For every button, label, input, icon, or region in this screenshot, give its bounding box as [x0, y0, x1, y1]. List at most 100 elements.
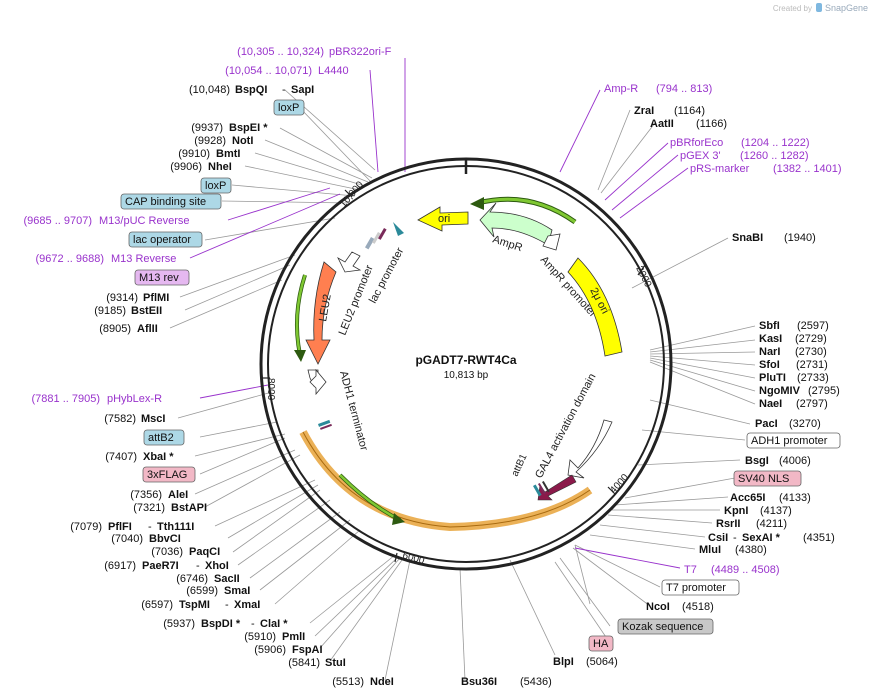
primer-name[interactable]: T7: [684, 564, 697, 576]
site-name[interactable]: XbaI *: [143, 451, 174, 463]
site-name[interactable]: BmtI: [216, 148, 240, 160]
two-mu-ori-feature[interactable]: [567, 257, 623, 357]
loxp-box-2[interactable]: loxP: [200, 177, 232, 194]
site-name[interactable]: BsgI: [745, 455, 769, 467]
site-name[interactable]: SnaBI: [732, 232, 763, 244]
site-name[interactable]: SacII: [214, 573, 240, 585]
site-name[interactable]: BspQI: [235, 84, 267, 96]
ha-box[interactable]: HA: [588, 635, 614, 652]
leader-line: [214, 479, 316, 527]
leader-line: [649, 359, 756, 392]
lac-operator-box[interactable]: lac operator: [128, 231, 203, 248]
site-name[interactable]: TspMI: [179, 599, 210, 611]
site-name[interactable]: ZraI: [634, 105, 654, 117]
primer-range: (7881 .. 7905): [32, 393, 101, 405]
site-name[interactable]: XmaI: [234, 599, 260, 611]
site-name[interactable]: NarI: [759, 346, 780, 358]
site-name[interactable]: PflMI: [143, 292, 169, 304]
site-name[interactable]: BlpI: [553, 656, 574, 668]
site-position: (9314): [106, 292, 138, 304]
primer-name[interactable]: pGEX 3': [680, 150, 721, 162]
site-name[interactable]: NgoMIV: [759, 385, 801, 397]
primer-name[interactable]: M13 Reverse: [111, 253, 176, 265]
leader-line: [237, 499, 331, 566]
site-name[interactable]: AflII: [137, 323, 158, 335]
site-name[interactable]: PacI: [755, 418, 778, 430]
ori-feature[interactable]: [417, 206, 469, 232]
primer-name[interactable]: Amp-R: [604, 83, 638, 95]
t7-promoter-box[interactable]: T7 promoter: [661, 579, 740, 596]
primer-range: (1260 .. 1282): [740, 150, 809, 162]
site-name[interactable]: ClaI *: [260, 618, 288, 630]
m13-rev-label: M13 rev: [139, 272, 179, 284]
site-name[interactable]: SmaI: [224, 585, 250, 597]
ampr-promoter-feature[interactable]: [542, 233, 561, 251]
primer-name[interactable]: pBR322ori-F: [329, 46, 392, 58]
leader-line: [607, 514, 713, 524]
site-name[interactable]: NdeI: [370, 676, 394, 688]
site-name[interactable]: KasI: [759, 333, 782, 345]
promoter-small-feature[interactable]: [309, 368, 327, 396]
site-name[interactable]: Acc65I: [730, 492, 765, 504]
leu2-promoter-feature[interactable]: [337, 251, 362, 273]
site-name[interactable]: XhoI: [205, 560, 229, 572]
site-position: (2795): [808, 385, 840, 397]
primer-line: [611, 154, 679, 211]
site-name[interactable]: PmlI: [282, 631, 305, 643]
site-name[interactable]: BbvCI: [149, 533, 181, 545]
snapgene-logo-icon: [816, 3, 822, 12]
site-position: (5436): [520, 676, 552, 688]
flag-box[interactable]: 3xFLAG: [142, 466, 196, 483]
site-name[interactable]: BstAPI: [171, 502, 207, 514]
site-name[interactable]: SexAI *: [742, 532, 781, 544]
ampr-feature[interactable]: [479, 202, 553, 246]
gal4-feature[interactable]: [567, 419, 613, 479]
site-name[interactable]: PflFI: [108, 521, 132, 533]
site-name[interactable]: MscI: [141, 413, 165, 425]
site-name[interactable]: FspAI: [292, 644, 323, 656]
site-name[interactable]: PaeR7I: [142, 560, 179, 572]
site-name[interactable]: BspEI *: [229, 122, 268, 134]
leader-line: [614, 496, 729, 506]
site-position: (9910): [178, 148, 210, 160]
attb2-box[interactable]: attB2: [143, 429, 185, 446]
site-name[interactable]: CsiI: [708, 532, 728, 544]
site-name[interactable]: BspDI *: [201, 618, 241, 630]
site-name[interactable]: Bsu36I: [461, 676, 497, 688]
site-name[interactable]: AleI: [168, 489, 188, 501]
site-name[interactable]: SapI: [291, 84, 314, 96]
primer-name[interactable]: pHybLex-R: [107, 393, 162, 405]
site-name[interactable]: NcoI: [646, 601, 670, 613]
site-name[interactable]: SbfI: [759, 320, 780, 332]
site-name[interactable]: StuI: [325, 657, 346, 669]
site-name[interactable]: MluI: [699, 544, 721, 556]
site-name[interactable]: NotI: [232, 135, 253, 147]
leu2-feature[interactable]: [305, 261, 337, 365]
primer-name[interactable]: M13/pUC Reverse: [99, 215, 189, 227]
site-name[interactable]: Tth111I: [157, 521, 194, 533]
adh1-promoter-box[interactable]: ADH1 promoter: [746, 432, 841, 449]
m13-rev-box[interactable]: M13 rev: [134, 269, 190, 286]
site-position: (7407): [105, 451, 137, 463]
kozak-sequence-box[interactable]: Kozak sequence: [617, 618, 714, 635]
site-name[interactable]: AatII: [650, 118, 674, 130]
site-name[interactable]: NaeI: [759, 398, 782, 410]
site-position: (7040): [111, 533, 143, 545]
primer-name[interactable]: pRS-marker: [690, 163, 750, 175]
site-name[interactable]: RsrII: [716, 518, 740, 530]
cap-binding-site-box[interactable]: CAP binding site: [120, 193, 222, 210]
cds-arc-outline: [302, 431, 591, 528]
sv40-nls-box[interactable]: SV40 NLS: [733, 470, 802, 487]
site-name[interactable]: NheI: [208, 161, 232, 173]
site-name[interactable]: BstEII: [131, 305, 162, 317]
site-name[interactable]: PaqCI: [189, 546, 220, 558]
feature-boxes: loxP loxP CAP binding site lac operator …: [120, 99, 841, 652]
loxp-box[interactable]: loxP: [273, 99, 305, 116]
gal4-label: GAL4 activation domain: [533, 372, 598, 481]
site-name[interactable]: KpnI: [724, 505, 748, 517]
primer-name[interactable]: L4440: [318, 65, 349, 77]
watermark-text: Created by: [773, 4, 812, 13]
primer-name[interactable]: pBRforEco: [670, 137, 723, 149]
site-name[interactable]: PluTI: [759, 372, 786, 384]
site-name[interactable]: SfoI: [759, 359, 780, 371]
